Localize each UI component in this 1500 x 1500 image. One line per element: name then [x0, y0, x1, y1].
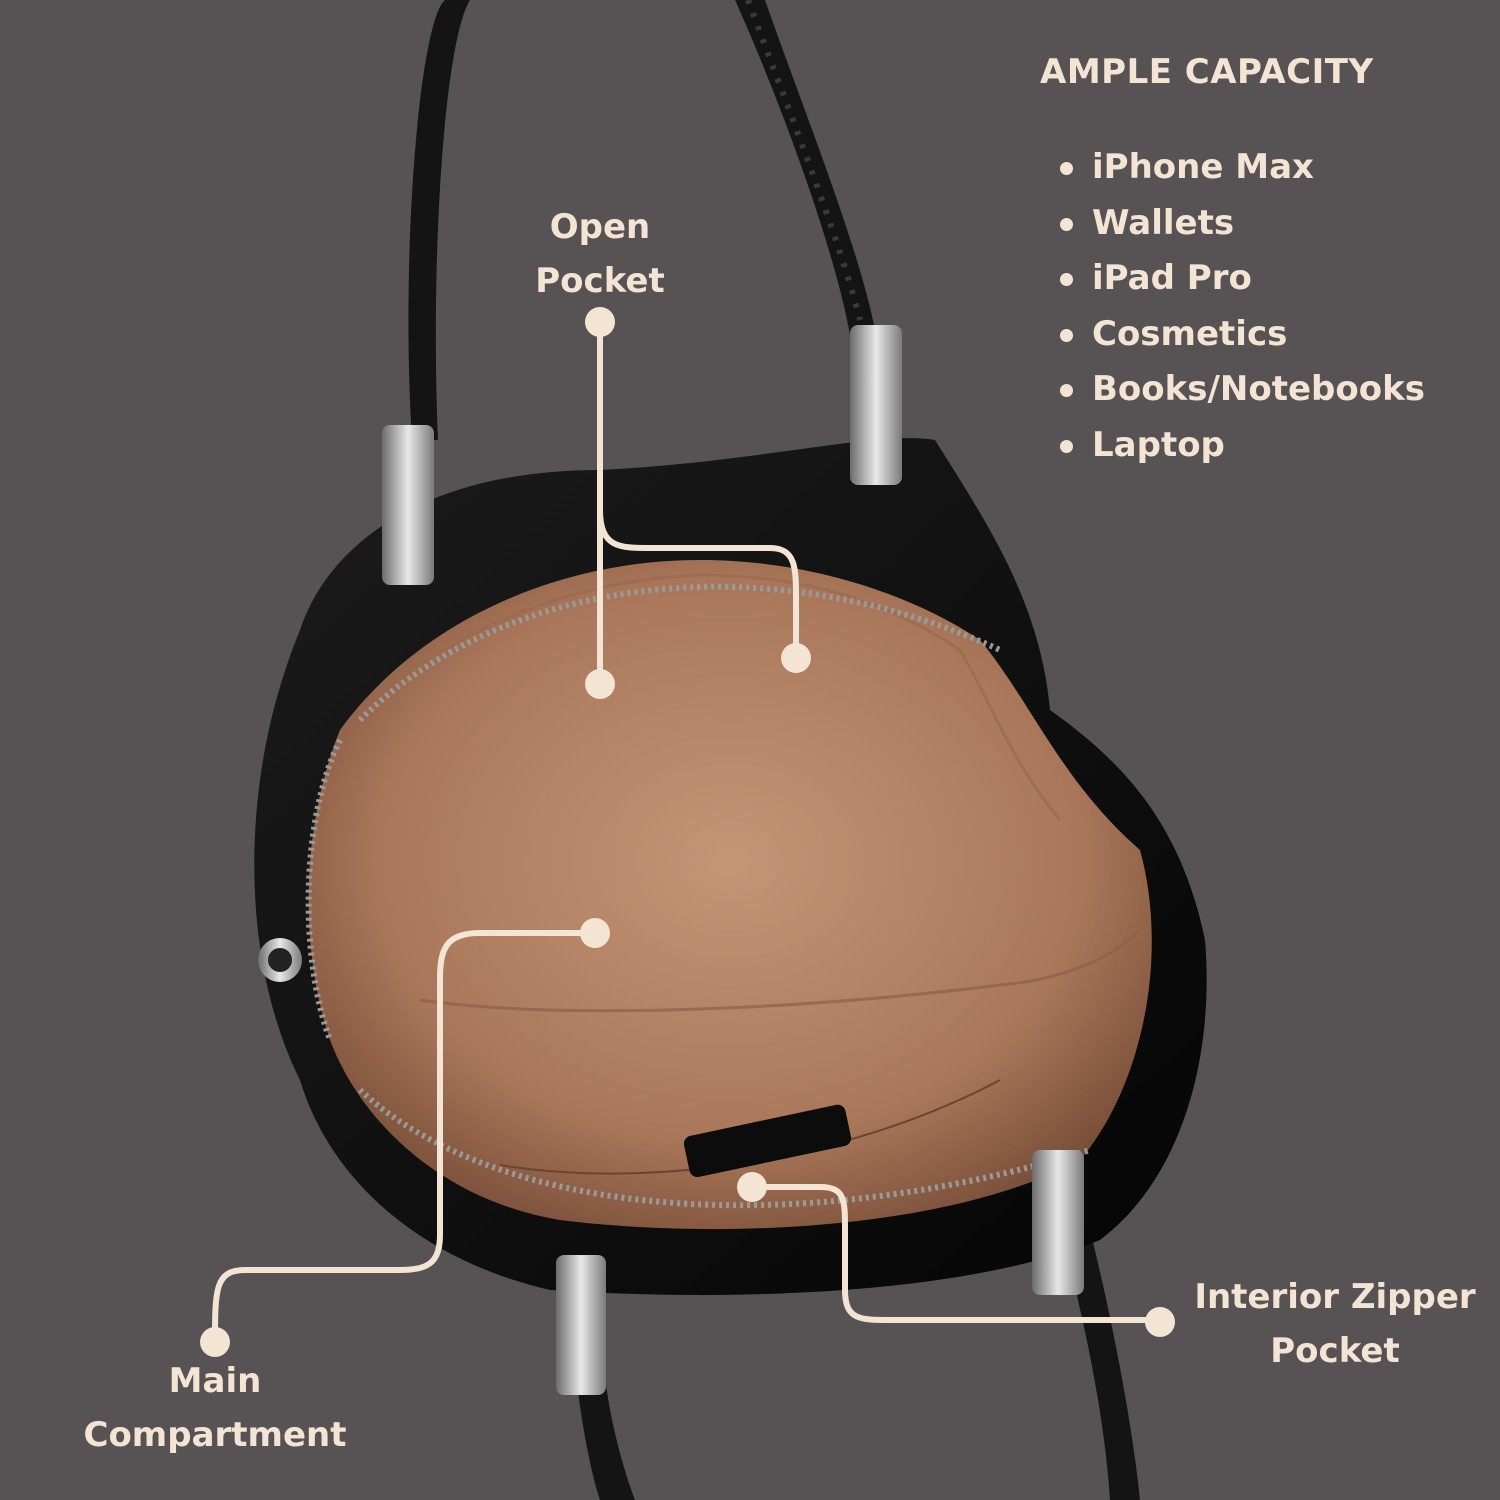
open-pocket-anchor-dot: [585, 307, 615, 337]
capacity-item: Laptop: [1040, 418, 1425, 474]
interior-zipper-pocket-label: Interior Zipper Pocket: [1185, 1270, 1485, 1378]
bag-body: [254, 438, 1207, 1295]
capacity-title: AMPLE CAPACITY: [1040, 52, 1374, 92]
interior-zipper-line2: Pocket: [1270, 1331, 1400, 1371]
main-compartment-line1: Main: [168, 1361, 262, 1401]
interior-zipper-leader-line: [749, 1184, 1163, 1323]
capacity-item: Wallets: [1040, 196, 1425, 252]
interior-zipper-dot: [737, 1172, 767, 1202]
main-compartment-dot: [580, 918, 610, 948]
capacity-item: iPhone Max: [1040, 140, 1425, 196]
open-pocket-dot-left: [585, 669, 615, 699]
main-compartment-leader-line: [212, 930, 598, 1345]
capacity-item: Cosmetics: [1040, 307, 1425, 363]
capacity-item: Books/Notebooks: [1040, 362, 1425, 418]
interior-zipper-line1: Interior Zipper: [1194, 1277, 1476, 1317]
capacity-items: iPhone Max Wallets iPad Pro Cosmetics Bo…: [1040, 140, 1425, 474]
open-pocket-label: Open Pocket: [500, 200, 700, 308]
capacity-list: AMPLE CAPACITY iPhone Max Wallets iPad P…: [1040, 52, 1425, 474]
callout-dots: [200, 307, 1175, 1357]
main-compartment-line2: Compartment: [83, 1415, 347, 1455]
top-handle: [408, 0, 875, 440]
metal-hardware: [258, 325, 1084, 1395]
capacity-item: iPad Pro: [1040, 251, 1425, 307]
open-pocket-line1: Open: [549, 207, 651, 247]
open-pocket-branch-line: [597, 507, 799, 661]
open-pocket-line2: Pocket: [535, 261, 665, 301]
main-compartment-label: Main Compartment: [50, 1354, 380, 1462]
open-pocket-dot-right: [781, 643, 811, 673]
interior-zipper-anchor-dot: [1145, 1307, 1175, 1337]
main-compartment-anchor-dot: [200, 1327, 230, 1357]
callout-lines: [212, 319, 1163, 1345]
